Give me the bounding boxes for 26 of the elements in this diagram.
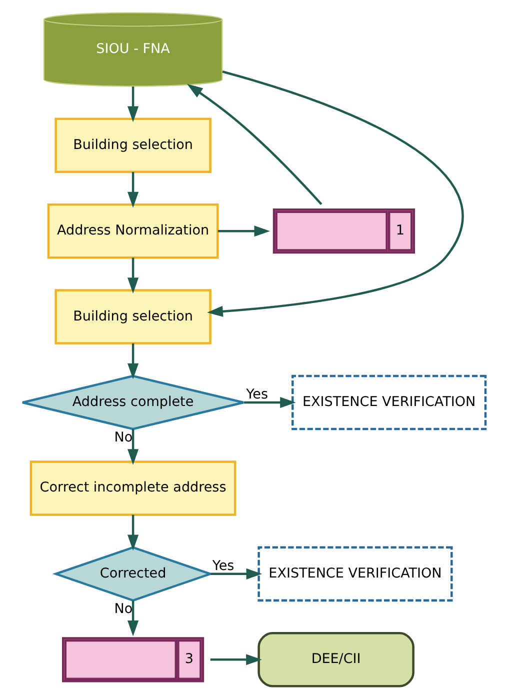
node-box: Correct incomplete address <box>29 460 236 516</box>
arrow <box>210 568 262 580</box>
edge-label: Yes <box>246 386 268 403</box>
edge-label: No <box>114 600 132 617</box>
arrow <box>127 172 138 208</box>
node-diamond: Corrected <box>52 546 214 602</box>
arrow <box>206 70 463 317</box>
arrow <box>127 86 138 122</box>
edge-label: Yes <box>212 558 234 574</box>
node-box: DEE/CII <box>257 632 414 688</box>
arrow <box>186 84 322 205</box>
node-box: EXISTENCE VERIFICATION <box>291 374 486 430</box>
arrow <box>127 600 138 636</box>
arrow <box>210 654 262 666</box>
node-box: Building selection <box>54 289 211 344</box>
edge-label: No <box>114 429 132 446</box>
node-diamond: Address complete <box>20 374 244 430</box>
arrow <box>244 396 296 408</box>
node-box: EXISTENCE VERIFICATION <box>257 546 452 602</box>
arrow <box>217 226 270 237</box>
node-box: Building selection <box>54 118 211 173</box>
arrow <box>127 514 138 551</box>
arrow <box>127 343 138 380</box>
arrow <box>127 429 138 465</box>
node-box: Address Normalization <box>46 203 218 259</box>
arrow <box>127 258 138 294</box>
